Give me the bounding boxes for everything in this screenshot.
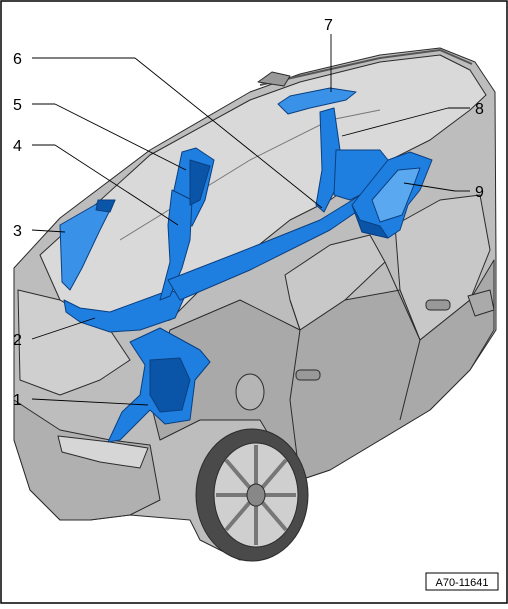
side-mirror bbox=[467, 289, 495, 317]
rear-bumper bbox=[13, 399, 161, 521]
figure-id-box bbox=[425, 572, 499, 591]
callout-labels: 1 2 3 4 5 6 7 8 9 bbox=[13, 17, 484, 409]
part-7-roof-trim bbox=[277, 87, 357, 115]
door-seam bbox=[384, 261, 421, 421]
part-1-shading bbox=[149, 357, 191, 413]
leader-4b bbox=[54, 144, 179, 226]
callout-9: 9 bbox=[475, 184, 484, 201]
callout-5: 5 bbox=[13, 97, 22, 114]
callout-3: 3 bbox=[13, 223, 22, 240]
fuel-door bbox=[235, 373, 265, 411]
door-seam-2 bbox=[289, 299, 301, 481]
part-4-c-pillar-lower bbox=[159, 189, 193, 301]
roof-antenna bbox=[257, 71, 291, 87]
leader-3 bbox=[31, 229, 66, 233]
rear-wheel-hub bbox=[246, 483, 266, 507]
part-3-edge bbox=[95, 199, 116, 213]
leader-8b bbox=[341, 107, 449, 137]
callout-6: 6 bbox=[13, 51, 22, 68]
leader-1 bbox=[31, 398, 149, 406]
leader-6b bbox=[134, 57, 323, 209]
part-4-shading bbox=[189, 159, 211, 206]
leader-2 bbox=[31, 317, 96, 340]
front-door-handle bbox=[425, 299, 451, 311]
part-9-light-surface bbox=[371, 167, 421, 223]
part-2-lower-trim-rail bbox=[63, 289, 186, 333]
callout-1: 1 bbox=[13, 392, 22, 409]
callout-2: 2 bbox=[13, 332, 22, 349]
part-9-edge bbox=[351, 204, 389, 239]
car-side-panel bbox=[149, 259, 495, 481]
rear-door-handle bbox=[295, 369, 321, 381]
figure-id: A70-11641 bbox=[435, 577, 488, 589]
trim-parts bbox=[59, 87, 433, 443]
callout-7: 7 bbox=[324, 17, 333, 34]
callout-4: 4 bbox=[13, 138, 22, 155]
leader-lines bbox=[31, 34, 470, 406]
leader-5b bbox=[54, 103, 187, 171]
callout-8: 8 bbox=[475, 101, 484, 118]
leader-9b bbox=[403, 182, 456, 192]
